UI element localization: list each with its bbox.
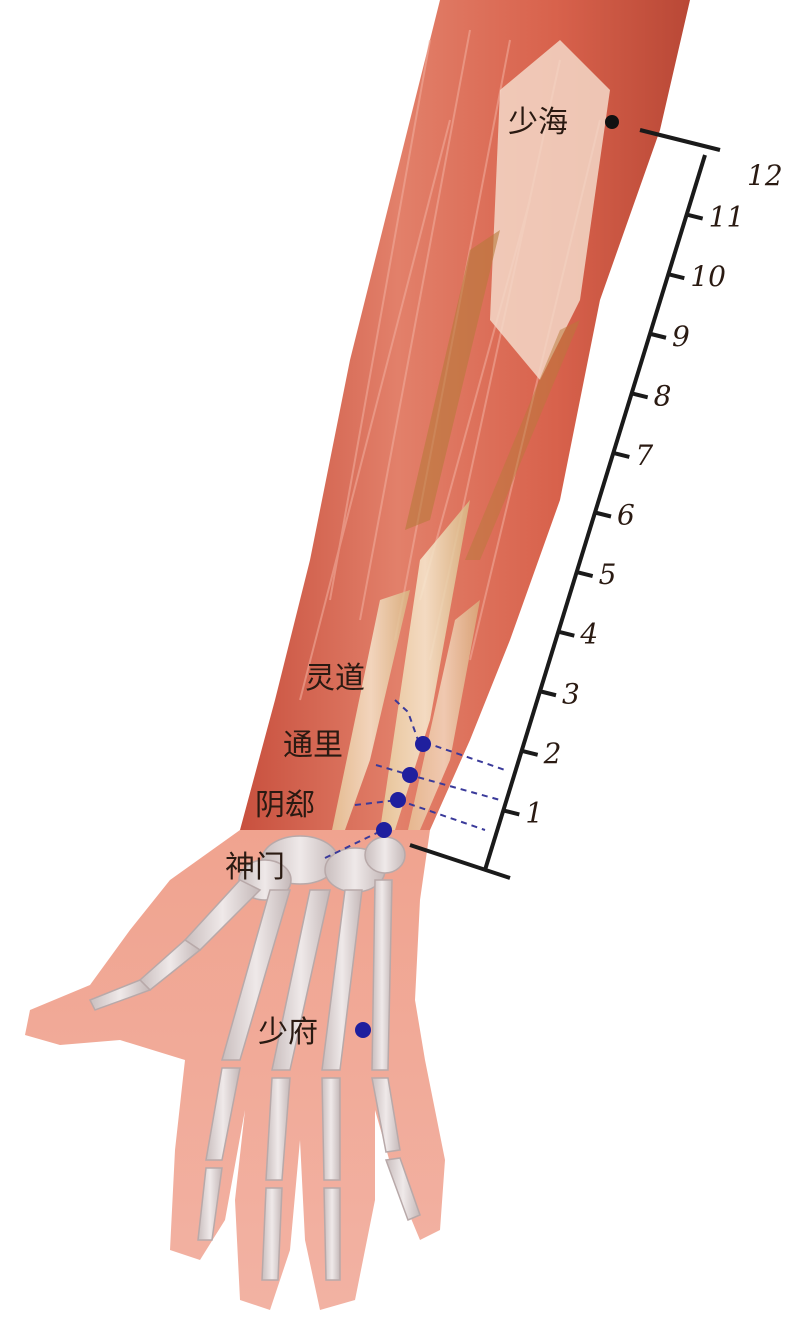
label-tongli: 通里 <box>283 728 343 763</box>
ruler-label-7: 7 <box>635 439 653 472</box>
ruler-label-1: 1 <box>525 796 543 829</box>
ruler-tick-1 <box>502 808 520 817</box>
ruler-tick-8 <box>631 391 649 400</box>
label-shaohai: 少海 <box>508 105 568 140</box>
ruler-tick-9 <box>649 331 667 340</box>
ruler-label-3: 3 <box>562 677 580 710</box>
ruler-tick-3 <box>539 689 557 698</box>
acupoint-labels: 少海 灵道 通里 阴郄 神门 少府 <box>225 105 568 1050</box>
point-shaohai-dot <box>605 115 619 129</box>
ruler-tick-6 <box>594 510 612 519</box>
hand <box>25 830 445 1310</box>
ruler-label-10: 10 <box>690 260 726 293</box>
point-shaofu-dot <box>355 1022 371 1038</box>
ruler-tick-2 <box>521 748 539 757</box>
ruler-tick-5 <box>576 570 594 579</box>
label-yinxi: 阴郄 <box>255 788 315 823</box>
ruler-label-12: 12 <box>747 159 783 192</box>
guide-line-lingdao <box>394 699 506 771</box>
ruler-label-8: 8 <box>654 379 672 412</box>
ruler-tick-10 <box>667 272 685 281</box>
acupoints <box>355 115 619 1038</box>
forearm-shape <box>240 0 690 830</box>
elbow-tendon <box>490 40 610 380</box>
hand-bones <box>88 835 421 1281</box>
point-tongli-dot <box>402 767 418 783</box>
ruler-label-2: 2 <box>543 737 562 770</box>
ruler-tick-11 <box>686 212 704 221</box>
label-shenmen: 神门 <box>225 850 285 885</box>
label-lingdao: 灵道 <box>305 661 365 696</box>
ruler-bottom-bar <box>409 843 511 880</box>
ruler-tick-7 <box>612 450 630 459</box>
label-shaofu: 少府 <box>258 1015 318 1050</box>
point-yinxi-dot <box>390 792 406 808</box>
ruler-tick-4 <box>557 629 575 638</box>
ruler-label-4: 4 <box>579 618 598 651</box>
ruler-label-9: 9 <box>672 320 690 353</box>
ruler-label-5: 5 <box>599 558 617 591</box>
ruler-label-11: 11 <box>709 201 745 234</box>
forearm-muscles <box>240 0 690 830</box>
guide-line-yinxi <box>354 798 486 831</box>
ruler-label-6: 6 <box>617 499 635 532</box>
point-shenmen-dot <box>376 822 392 838</box>
point-lingdao-dot <box>415 736 431 752</box>
forearm-tendons <box>332 230 580 830</box>
ruler-top-bar <box>639 128 721 152</box>
